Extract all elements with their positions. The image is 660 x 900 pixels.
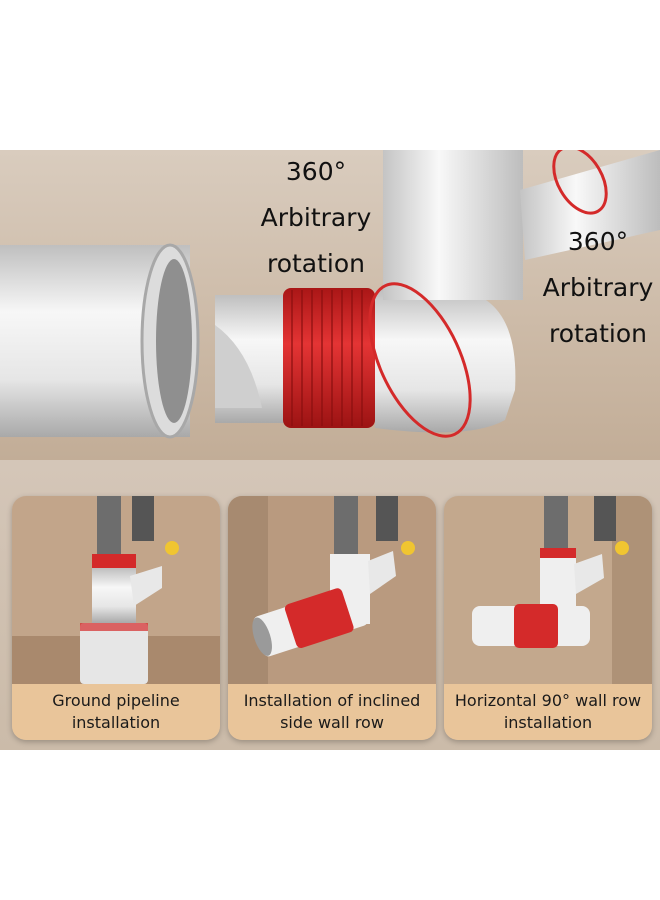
inclined-install-image bbox=[228, 496, 436, 684]
branch-pipe bbox=[520, 150, 660, 260]
caption-line2: rotation bbox=[266, 249, 366, 278]
installation-examples: Ground pipeline installation Installatio… bbox=[0, 460, 660, 750]
hero-product-image: 360° Arbitrary rotation 360° Arbitrary r… bbox=[0, 150, 660, 460]
vertical-pipe bbox=[383, 150, 523, 300]
caption-line1: Arbitrary bbox=[542, 273, 654, 302]
ground-install-image bbox=[12, 496, 220, 684]
valve-handle-icon bbox=[165, 541, 179, 555]
panel-label: Horizontal 90° wall row installation bbox=[444, 684, 652, 740]
caption-line2: rotation bbox=[548, 319, 648, 348]
degrees-text: 360° bbox=[285, 157, 347, 186]
right-rotation-caption: 360° Arbitrary rotation bbox=[540, 226, 656, 350]
horizontal-install-image bbox=[444, 496, 652, 684]
panel-horizontal-90: Horizontal 90° wall row installation bbox=[444, 496, 652, 740]
rotation-arrow-icon bbox=[368, 282, 472, 438]
panel-ground-pipeline: Ground pipeline installation bbox=[12, 496, 220, 740]
degrees-text: 360° bbox=[567, 227, 629, 256]
panel-label: Installation of inclined side wall row bbox=[228, 684, 436, 740]
panel-label: Ground pipeline installation bbox=[12, 684, 220, 740]
valve-handle-icon bbox=[401, 541, 415, 555]
valve-handle-icon bbox=[615, 541, 629, 555]
pipe-connector-illustration bbox=[0, 150, 660, 439]
panel-inclined-side-wall: Installation of inclined side wall row bbox=[228, 496, 436, 740]
left-rotation-caption: 360° Arbitrary rotation bbox=[258, 156, 374, 280]
caption-line1: Arbitrary bbox=[260, 203, 372, 232]
rotation-arrow-icon-top bbox=[552, 150, 608, 215]
